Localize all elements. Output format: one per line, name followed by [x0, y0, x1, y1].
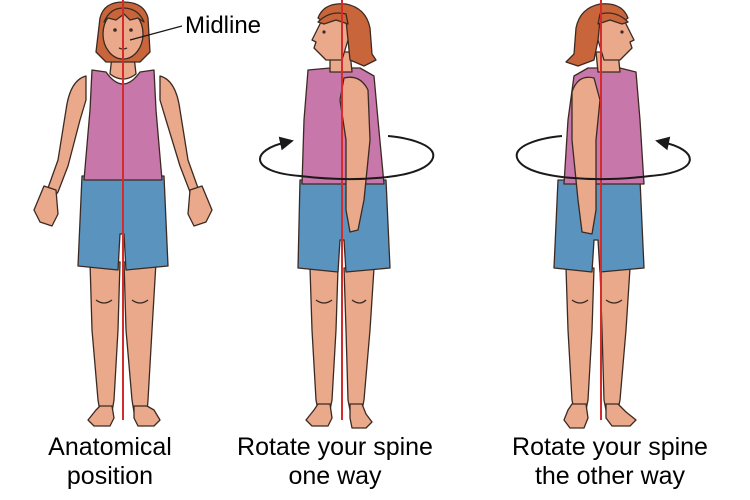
caption-rotate-other-way: Rotate your spine the other way — [495, 433, 725, 491]
caption-line: the other way — [534, 462, 686, 490]
caption-anatomical-position: Anatomical position — [30, 433, 190, 491]
rotation-arrow-2 — [515, 135, 691, 180]
caption-line: position — [66, 462, 154, 490]
right-leg — [123, 261, 157, 413]
midline-label: Midline — [185, 12, 262, 39]
caption-line: Anatomical — [48, 433, 172, 461]
left-hand — [33, 185, 59, 227]
caption-line: one way — [288, 462, 382, 490]
rotation-arrow-1 — [259, 135, 435, 180]
right-arm — [159, 75, 207, 201]
caption-line: Rotate your spine — [512, 433, 708, 461]
figure-anatomical-front — [33, 1, 213, 427]
left-leg — [89, 261, 121, 413]
figure-rotate-one-way — [297, 3, 391, 429]
right-hand — [187, 185, 213, 227]
caption-line: Rotate your spine — [237, 433, 433, 461]
left-foot — [87, 405, 115, 427]
midline-pointer — [129, 25, 183, 41]
right-foot — [133, 405, 161, 427]
figure-rotate-other-way — [553, 3, 645, 429]
caption-rotate-one-way: Rotate your spine one way — [225, 433, 445, 491]
left-arm — [41, 75, 87, 201]
